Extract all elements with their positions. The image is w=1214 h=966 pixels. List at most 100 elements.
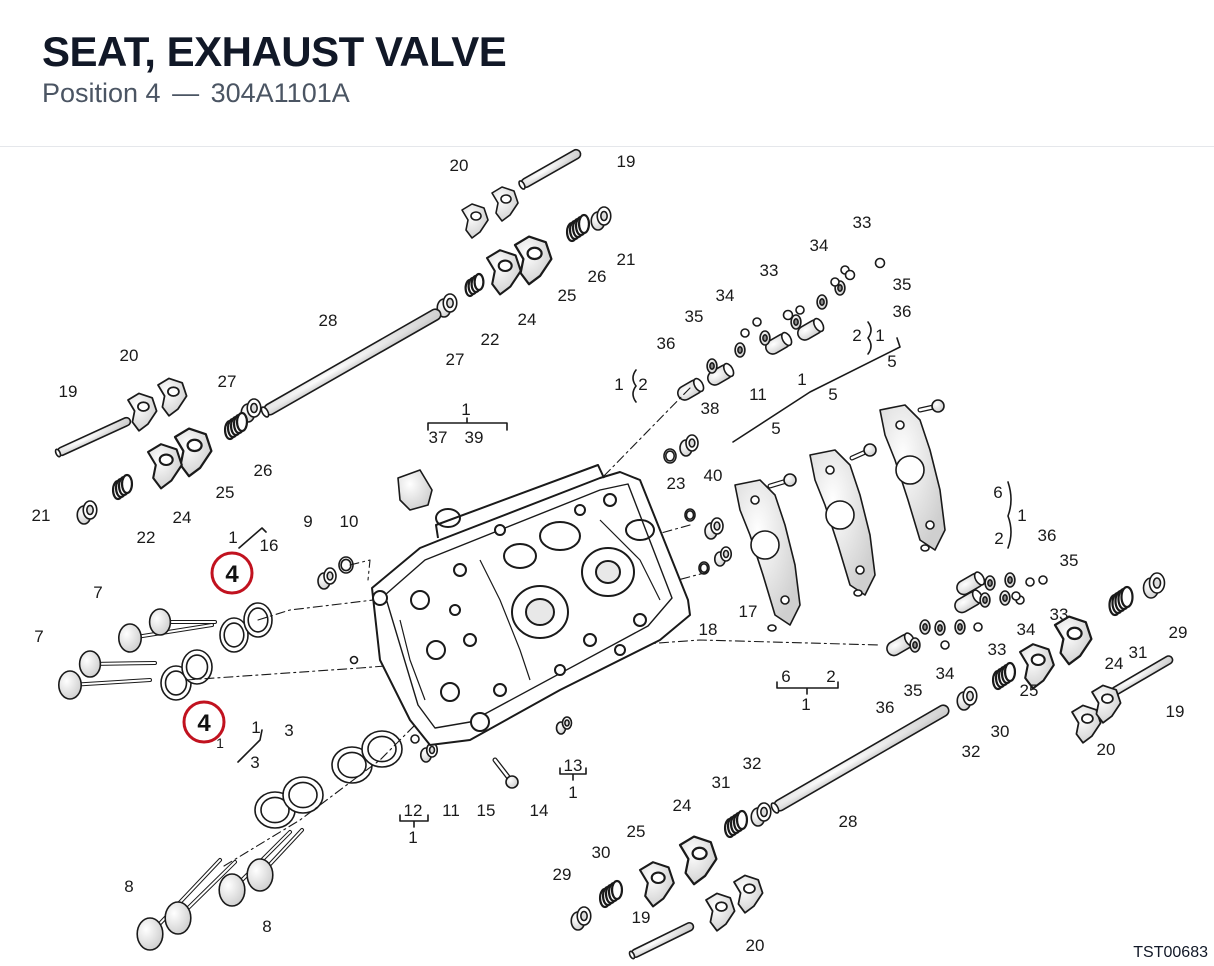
highlight-callout-4-lower[interactable]: 4 — [182, 700, 226, 744]
callout-19: 19 — [632, 908, 651, 927]
tappet — [956, 571, 986, 596]
spring — [991, 661, 1017, 691]
callout-34: 34 — [810, 236, 829, 255]
part-number: 304A1101A — [210, 78, 350, 108]
callout-3: 3 — [284, 721, 293, 740]
callout-19: 19 — [59, 382, 78, 401]
collet — [973, 622, 983, 632]
leader-line — [438, 760, 446, 798]
callout-5: 5 — [771, 419, 780, 438]
leader-line — [470, 172, 500, 192]
collet — [874, 257, 886, 269]
subtitle-separator: — — [172, 78, 200, 108]
callout-9: 9 — [303, 512, 312, 531]
collet — [1011, 591, 1021, 601]
plug — [555, 716, 573, 735]
callout-17: 17 — [739, 602, 758, 621]
callout-26: 26 — [588, 267, 607, 286]
leader-line — [887, 660, 893, 695]
callout-20: 20 — [746, 936, 765, 955]
rocker-arm — [127, 392, 158, 432]
callout-31: 31 — [1129, 643, 1148, 662]
leader-line — [336, 330, 350, 360]
callout-16: 16 — [260, 536, 279, 555]
tappet — [797, 317, 825, 341]
leader-line — [656, 382, 680, 390]
assembly-line — [185, 639, 881, 681]
shim — [759, 330, 771, 346]
callout-31: 31 — [712, 773, 731, 792]
bracket — [632, 369, 637, 403]
spring — [1108, 585, 1134, 617]
callout-35: 35 — [685, 307, 704, 326]
callout-30: 30 — [991, 722, 1010, 741]
collet — [795, 305, 805, 315]
leader-line — [138, 366, 165, 385]
callout-1: 1 — [251, 718, 260, 737]
cylinder-head — [371, 464, 691, 746]
rocker-arm — [1071, 704, 1102, 744]
leader-line — [980, 549, 994, 575]
callout-15: 15 — [477, 801, 496, 820]
leader-line — [1010, 545, 1040, 575]
callout-20: 20 — [120, 346, 139, 365]
callout-29: 29 — [553, 865, 572, 884]
callout-26: 26 — [254, 461, 273, 480]
callout-1: 1 — [568, 783, 577, 802]
leader-line — [276, 557, 350, 660]
rocker-arm — [1091, 684, 1122, 724]
leader-line — [850, 232, 858, 270]
collet — [844, 269, 856, 281]
callout-36: 36 — [1038, 526, 1057, 545]
leader-line — [1120, 615, 1130, 642]
rocker-arm — [173, 427, 213, 478]
callout-25: 25 — [558, 286, 577, 305]
callout-2: 2 — [826, 667, 835, 686]
highlight-label: 4 — [225, 561, 239, 588]
dowel — [410, 734, 420, 744]
leader-line — [112, 596, 150, 614]
rocker-arm — [146, 443, 183, 490]
assembly-line — [349, 559, 371, 581]
leader-line — [680, 350, 708, 365]
valve — [136, 858, 222, 951]
callout-1: 1 — [228, 528, 237, 547]
leader-line — [475, 295, 480, 328]
leader-line — [76, 403, 100, 425]
leader-line — [830, 798, 840, 810]
callout-13: 13 — [564, 756, 583, 775]
highlight-callout-4-upper[interactable]: 4 — [210, 551, 254, 595]
callout-33: 33 — [1050, 605, 1069, 624]
callout-3: 3 — [250, 753, 259, 772]
bolt — [767, 473, 797, 489]
leader-line — [730, 560, 745, 600]
leader-line — [260, 773, 275, 792]
callout-2: 2 — [638, 375, 647, 394]
bolt — [492, 757, 519, 789]
bushing — [570, 906, 592, 931]
shim — [909, 637, 921, 653]
rocker-arm — [1053, 615, 1093, 666]
shaft — [770, 704, 950, 814]
leader-line — [140, 895, 168, 912]
leader-line — [776, 438, 780, 480]
exhaust-valve-seat — [181, 649, 213, 685]
callout-5: 5 — [828, 385, 837, 404]
callout-19: 19 — [1166, 702, 1185, 721]
callout-30: 30 — [592, 843, 611, 862]
leader-line — [46, 648, 62, 675]
leader-line — [302, 732, 370, 745]
leader-line — [415, 448, 432, 470]
callout-21: 21 — [617, 250, 636, 269]
dowel — [853, 589, 863, 597]
callout-29: 29 — [1169, 623, 1188, 642]
page-header: SEAT, EXHAUST VALVE Position 4 — 304A110… — [0, 0, 1214, 147]
collet — [740, 328, 750, 338]
position-label: Position 4 — [42, 78, 161, 108]
callout-1: 1 — [614, 375, 623, 394]
shim — [934, 620, 946, 636]
shim — [734, 342, 746, 358]
rocker-arm — [638, 861, 675, 908]
callout-35: 35 — [893, 275, 912, 294]
shim — [954, 619, 966, 635]
